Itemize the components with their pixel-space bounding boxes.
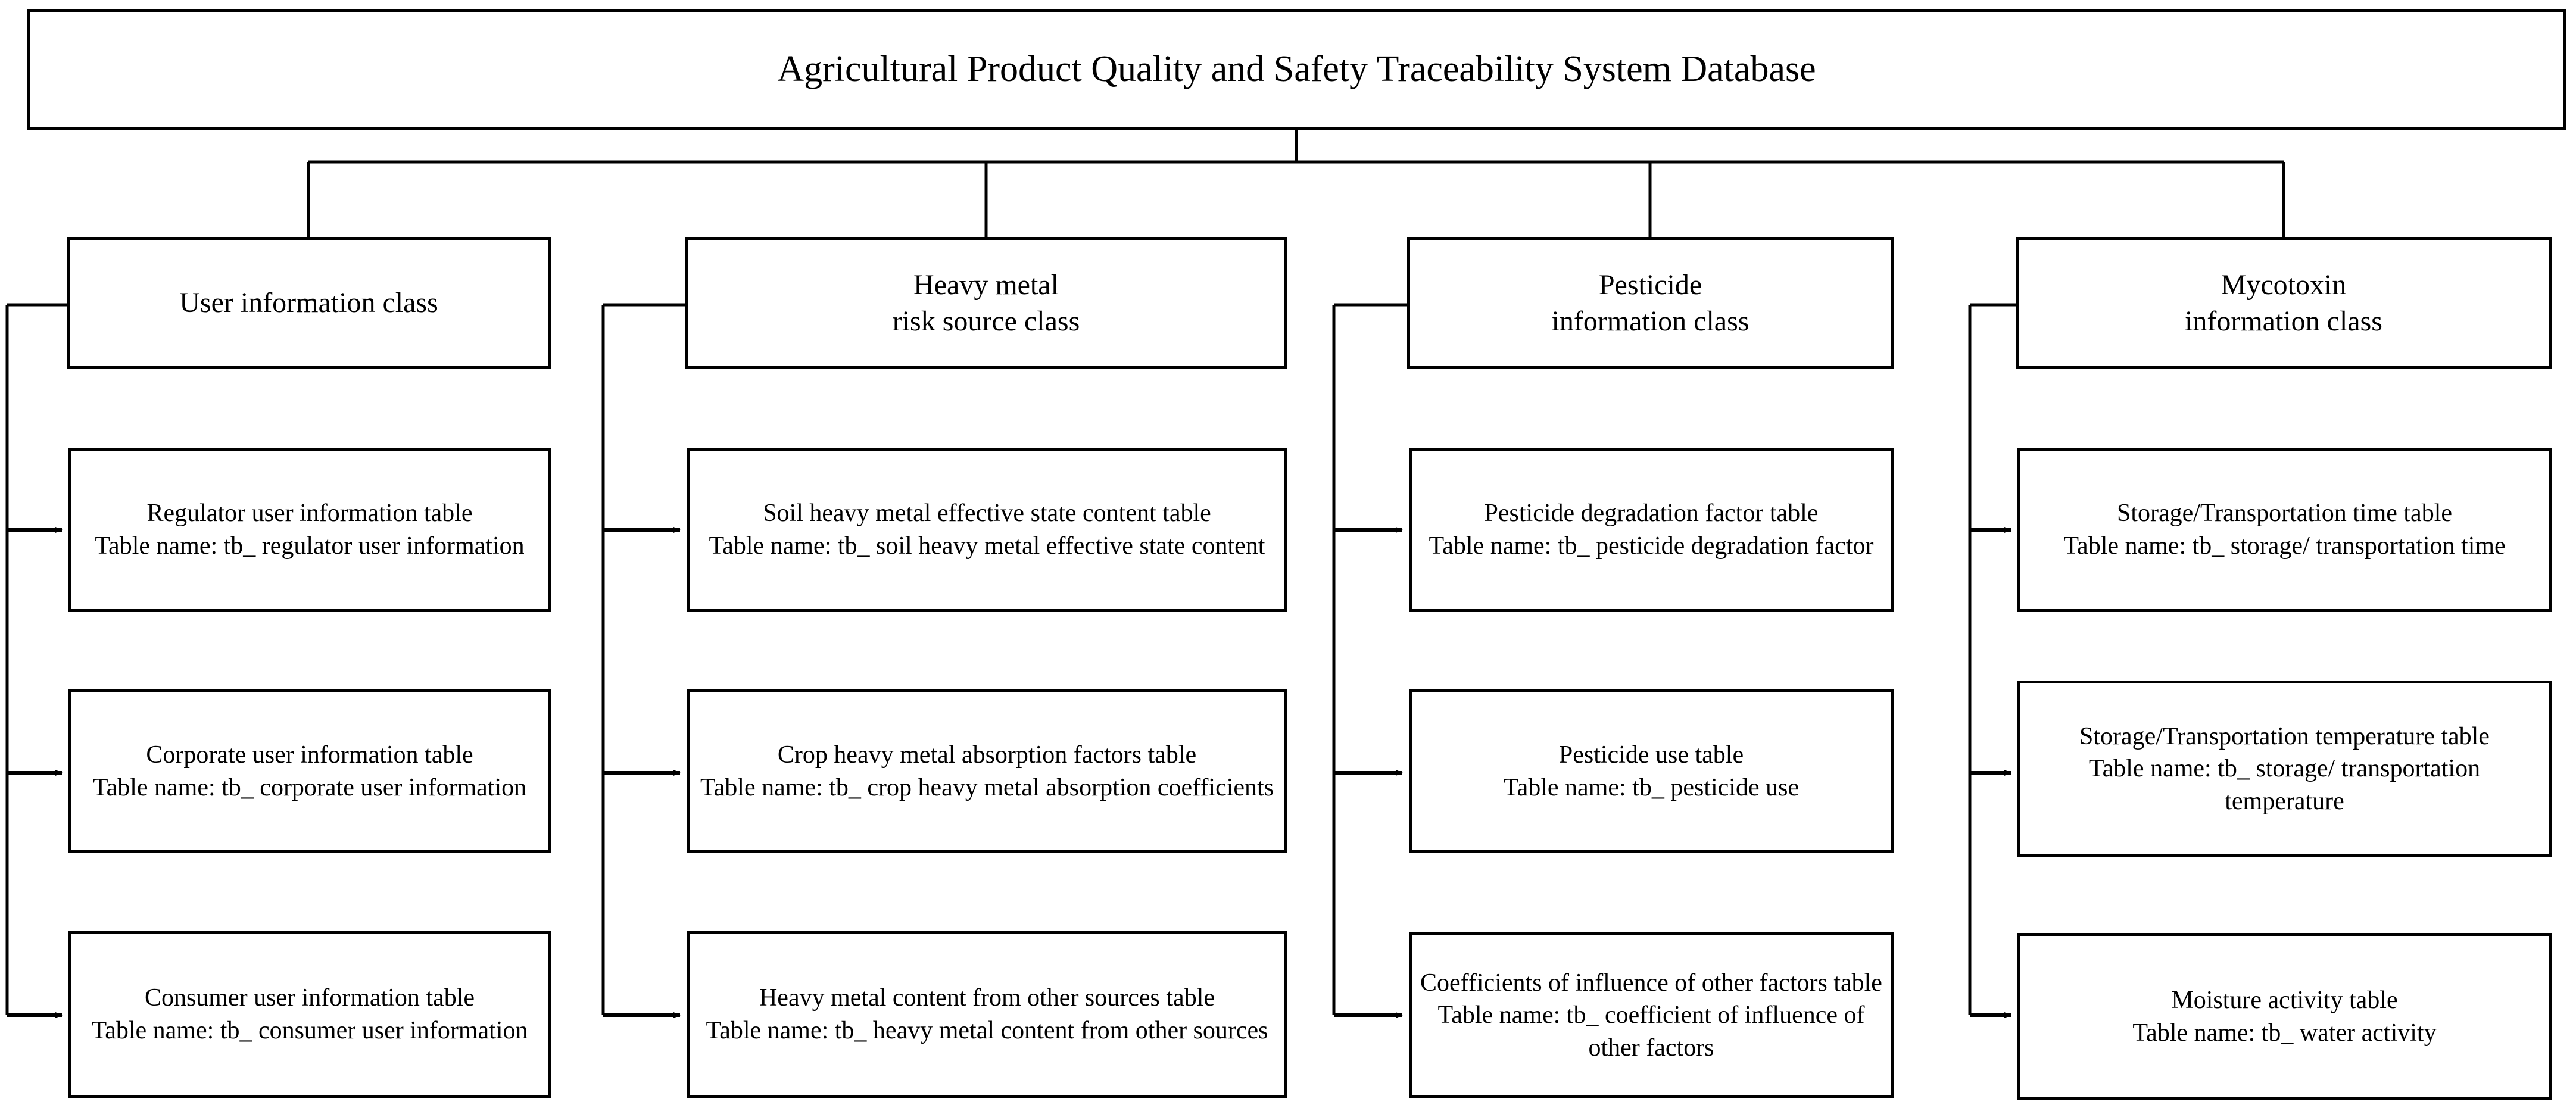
table-name: Table name: tb_ storage/ transportation … <box>2088 755 2481 815</box>
table-text-pesticide-degradation-factor: Pesticide degradation factor table Table… <box>1412 497 1891 562</box>
table-node-soil-heavy-metal-effective-state-content[interactable]: Soil heavy metal effective state content… <box>687 448 1287 612</box>
table-node-moisture-activity[interactable]: Moisture activity table Table name: tb_ … <box>2017 933 2552 1100</box>
table-text-coefficients-of-influence-of-other-factors: Coefficients of influence of other facto… <box>1412 967 1891 1065</box>
table-node-pesticide-degradation-factor[interactable]: Pesticide degradation factor table Table… <box>1409 448 1894 612</box>
table-text-storage-transportation-time: Storage/Transportation time table Table … <box>2020 497 2549 562</box>
table-title: Pesticide use table <box>1558 741 1744 769</box>
table-node-storage-transportation-time[interactable]: Storage/Transportation time table Table … <box>2017 448 2552 612</box>
table-text-pesticide-use: Pesticide use table Table name: tb_ pest… <box>1412 739 1891 804</box>
table-title: Crop heavy metal absorption factors tabl… <box>777 741 1197 769</box>
root-node-database[interactable]: Agricultural Product Quality and Safety … <box>27 9 2566 130</box>
table-title: Coefficients of influence of other facto… <box>1420 969 1882 997</box>
table-title: Moisture activity table <box>2171 986 2398 1014</box>
table-node-heavy-metal-content-from-other-sources[interactable]: Heavy metal content from other sources t… <box>687 931 1287 1098</box>
table-text-corporate-user-information: Corporate user information table Table n… <box>71 739 548 804</box>
table-text-consumer-user-information: Consumer user information table Table na… <box>71 982 548 1047</box>
table-node-corporate-user-information[interactable]: Corporate user information table Table n… <box>68 689 551 853</box>
table-title: Consumer user information table <box>144 984 475 1012</box>
table-title: Regulator user information table <box>146 500 473 528</box>
table-node-consumer-user-information[interactable]: Consumer user information table Table na… <box>68 931 551 1098</box>
table-name: Table name: tb_ storage/ transportation … <box>2063 532 2506 560</box>
table-name: Table name: tb_ regulator user informati… <box>95 532 525 560</box>
table-name: Table name: tb_ water activity <box>2132 1019 2437 1047</box>
table-name: Table name: tb_ crop heavy metal absorpt… <box>700 773 1274 801</box>
root-title: Agricultural Product Quality and Safety … <box>777 48 1816 89</box>
table-node-pesticide-use[interactable]: Pesticide use table Table name: tb_ pest… <box>1409 689 1894 853</box>
table-node-regulator-user-information[interactable]: Regulator user information table Table n… <box>68 448 551 612</box>
table-title: Storage/Transportation temperature table <box>2079 722 2490 750</box>
table-title: Storage/Transportation time table <box>2116 500 2453 528</box>
table-name: Table name: tb_ heavy metal content from… <box>706 1017 1268 1044</box>
class-node-user-information[interactable]: User information class <box>67 237 551 369</box>
class-label-user-information: User information class <box>179 287 438 319</box>
table-name: Table name: tb_ soil heavy metal effecti… <box>709 532 1265 560</box>
table-title: Soil heavy metal effective state content… <box>763 500 1211 528</box>
table-text-soil-heavy-metal-effective-state-content: Soil heavy metal effective state content… <box>690 497 1284 562</box>
table-title: Heavy metal content from other sources t… <box>759 984 1215 1012</box>
table-name: Table name: tb_ pesticide degradation fa… <box>1429 532 1874 560</box>
table-text-storage-transportation-temperature: Storage/Transportation temperature table… <box>2020 720 2549 818</box>
table-node-crop-heavy-metal-absorption-factors[interactable]: Crop heavy metal absorption factors tabl… <box>687 689 1287 853</box>
table-name: Table name: tb_ consumer user informatio… <box>91 1017 528 1044</box>
table-name: Table name: tb_ pesticide use <box>1503 773 1800 801</box>
table-name: Table name: tb_ coefficient of influence… <box>1437 1001 1865 1062</box>
table-text-heavy-metal-content-from-other-sources: Heavy metal content from other sources t… <box>690 982 1284 1047</box>
table-name: Table name: tb_ corporate user informati… <box>92 773 527 801</box>
table-text-crop-heavy-metal-absorption-factors: Crop heavy metal absorption factors tabl… <box>690 739 1284 804</box>
table-text-regulator-user-information: Regulator user information table Table n… <box>71 497 548 562</box>
table-text-moisture-activity: Moisture activity table Table name: tb_ … <box>2020 984 2549 1049</box>
table-title: Pesticide degradation factor table <box>1484 500 1819 528</box>
table-node-coefficients-of-influence-of-other-factors[interactable]: Coefficients of influence of other facto… <box>1409 932 1894 1098</box>
table-node-storage-transportation-temperature[interactable]: Storage/Transportation temperature table… <box>2017 681 2552 857</box>
table-title: Corporate user information table <box>146 741 473 769</box>
